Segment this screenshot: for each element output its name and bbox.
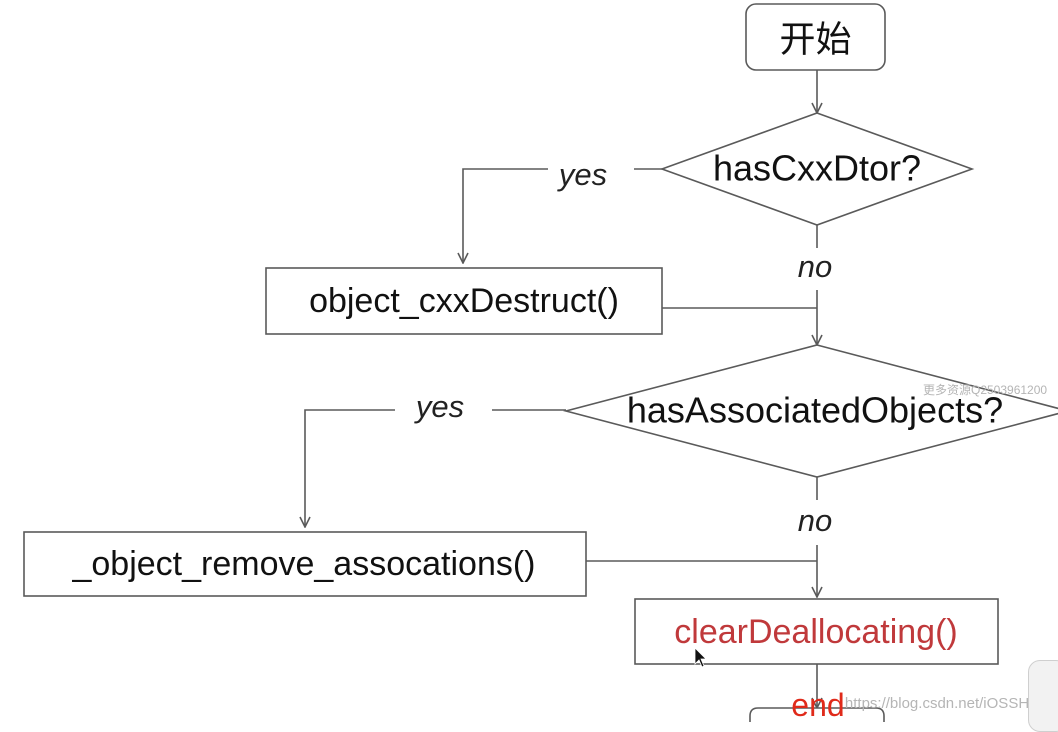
end-label: end <box>791 687 844 722</box>
edge-label-assoc-yes: yes <box>414 389 464 424</box>
mouse-cursor-icon <box>694 647 707 668</box>
edge-label-cxx-yes: yes <box>557 157 607 192</box>
edge-cxx-yes <box>463 168 548 263</box>
process-clear-deallocating: clearDeallocating() <box>634 598 999 665</box>
decision-has-associated-objects: hasAssociatedObjects? <box>562 344 1058 478</box>
watermark-footer: https://blog.csdn.net/iOSSHAN <box>845 695 1050 712</box>
end-node: end <box>749 687 885 722</box>
decision-has-associated-objects-label: hasAssociatedObjects? <box>627 390 1003 431</box>
process-object-remove-assocations: _object_remove_assocations() <box>23 531 587 597</box>
process-object-remove-assocations-label: _object_remove_assocations() <box>71 545 535 583</box>
watermark-side: 更多资源Q2503961200 <box>923 383 1047 397</box>
process-object-cxx-destruct-label: object_cxxDestruct() <box>309 282 619 320</box>
start-node: 开始 <box>745 3 886 71</box>
process-clear-deallocating-label: clearDeallocating() <box>674 613 957 651</box>
edge-label-assoc-no: no <box>798 503 832 538</box>
decision-has-cxx-dtor: hasCxxDtor? <box>659 112 975 226</box>
start-label: 开始 <box>779 19 851 60</box>
edge-label-cxx-no: no <box>798 249 832 284</box>
decision-has-cxx-dtor-label: hasCxxDtor? <box>713 148 921 189</box>
scroll-handle[interactable] <box>1028 660 1058 732</box>
edge-assoc-yes <box>305 409 395 527</box>
process-object-cxx-destruct: object_cxxDestruct() <box>265 267 663 335</box>
